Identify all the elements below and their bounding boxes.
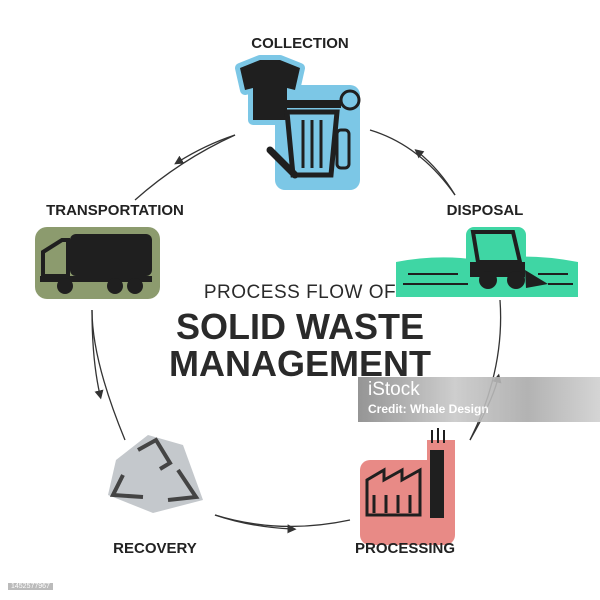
stage-label-disposal: DISPOSAL [446, 202, 524, 219]
stage-label-transportation: TRANSPORTATION [46, 202, 184, 219]
image-id: 1452577967 [8, 583, 53, 590]
truck-icon [35, 227, 160, 299]
watermark-credit: Credit: Whale Design [368, 402, 489, 416]
arrow-transportation-to-recovery [91, 309, 126, 441]
factory-icon [360, 428, 455, 545]
arrow-processing-to-disposal [469, 299, 502, 441]
title-line-2: SOLID WASTE [175, 306, 425, 347]
arrow-disposal-to-collection [369, 129, 456, 196]
watermark: iStock Credit: Whale Design [358, 377, 600, 422]
stage-label-recovery: RECOVERY [113, 540, 197, 557]
bulldozer-icon [396, 227, 578, 297]
title-line-1: PROCESS FLOW OF [203, 282, 397, 303]
recycle-icon [108, 435, 203, 513]
title-line-3: MANAGEMENT [169, 343, 431, 384]
collection-icon [235, 55, 361, 190]
watermark-brand: iStock [368, 379, 420, 400]
arrow-collection-to-transportation [134, 134, 236, 201]
stage-label-processing: PROCESSING [354, 540, 456, 557]
stage-label-collection: COLLECTION [251, 35, 349, 52]
